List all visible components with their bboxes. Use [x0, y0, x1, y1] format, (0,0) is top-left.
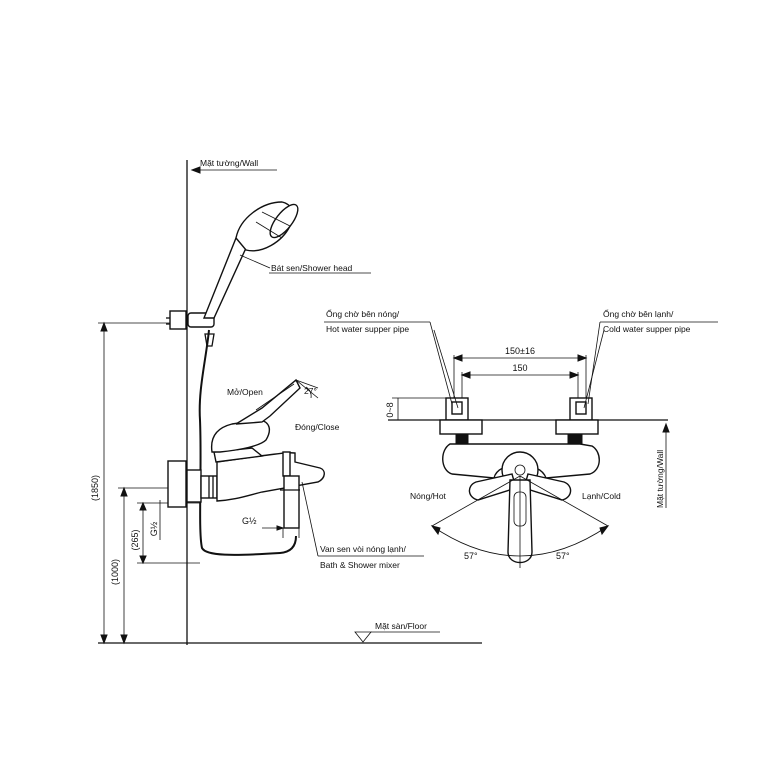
thread-side: G½ [149, 521, 159, 536]
cold-pipe-label-2: Cold water supper pipe [603, 324, 691, 334]
dim-150-16: 150±16 [505, 346, 535, 356]
thread-bottom: G½ [242, 516, 257, 526]
shower-hose [198, 329, 297, 556]
close-label: Đóng/Close [295, 422, 340, 432]
wall-label-side: Mặt tường/Wall [655, 450, 665, 508]
angle-27: 27° [304, 386, 317, 396]
dim-offset: 0~8 [385, 402, 395, 417]
dim-265: (265) [130, 529, 140, 550]
cold-label: Lạnh/Cold [582, 491, 621, 501]
floor-label: Mặt sàn/Floor [375, 621, 427, 631]
top-view: Mặt tường/Wall 0~8 150±16 150 [324, 308, 718, 568]
hot-pipe-label-1: Ống chờ bên nóng/ [326, 308, 400, 319]
shower-handle [202, 236, 247, 319]
angle-left: 57° [464, 551, 478, 561]
dim-1000: (1000) [110, 559, 120, 585]
dim-150: 150 [512, 363, 527, 373]
shower-head-label: Bát sen/Shower head [271, 263, 353, 273]
mixer-label-2: Bath & Shower mixer [320, 560, 400, 570]
hot-pipe-label-2: Hot water supper pipe [326, 324, 409, 334]
side-view: Mặt tường/Wall Mặt sàn/Floor (1850) (100… [90, 158, 482, 645]
cold-pipe-label-1: Ống chờ bên lạnh/ [603, 308, 674, 319]
mixer-label-1: Van sen vòi nóng lạnh/ [320, 544, 406, 554]
angle-right: 57° [556, 551, 570, 561]
hot-label: Nóng/Hot [410, 491, 447, 501]
dim-1850: (1850) [90, 475, 100, 501]
mixer-body [216, 452, 325, 502]
open-label: Mở/Open [227, 387, 263, 397]
wall-label-top: Mặt tường/Wall [200, 158, 258, 168]
